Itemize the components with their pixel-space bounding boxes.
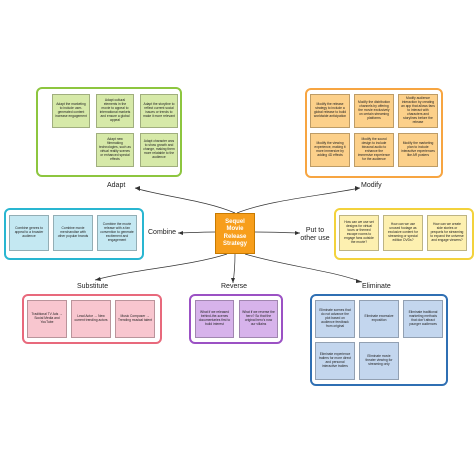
substitute-note-3[interactable]: Music Composer → Trending musical talent — [115, 300, 155, 338]
put-to-other-use-note-3[interactable]: How can we create side stories or preque… — [427, 215, 467, 251]
adapt-note-2[interactable]: Adapt cultural elements in the movie to … — [96, 94, 134, 128]
put-to-other-use-label: Put to other use — [298, 227, 332, 244]
modify-note-1[interactable]: Modify the release strategy to include a… — [310, 94, 350, 128]
reverse-note-2[interactable]: What if we reverse the hero? So that the… — [239, 300, 278, 338]
arrowhead-adapt — [135, 186, 140, 191]
put-to-other-use-note-2[interactable]: How can we use unused footage as exclusi… — [383, 215, 423, 251]
put-to-other-use-note-1[interactable]: How can we use set designs for virtual t… — [339, 215, 379, 251]
arrowhead-modify — [355, 186, 360, 191]
arrowhead-eliminate — [356, 279, 362, 283]
connector-combine — [177, 231, 216, 234]
substitute-label: Substitute — [77, 283, 109, 290]
adapt-note-1[interactable]: Adapt the marketing to include user-gene… — [52, 94, 90, 128]
combine-note-2[interactable]: Combine movie merchandise with other pop… — [53, 215, 93, 251]
eliminate-note-2[interactable]: Eliminate excessive exposition — [359, 300, 399, 338]
modify-note-3[interactable]: Modify audience interaction by creating … — [398, 94, 438, 128]
substitute-note-2[interactable]: Lead Actor → New current trending actors — [71, 300, 111, 338]
adapt-note-3[interactable]: Adapt the storyline to reflect current s… — [140, 94, 178, 128]
arrowhead-reverse — [231, 278, 235, 283]
arrowhead-substitute — [95, 277, 101, 281]
arrowhead-combine — [178, 231, 183, 235]
eliminate-note-5[interactable]: Eliminate movie theater viewing for stre… — [359, 342, 399, 380]
eliminate-note-4[interactable]: Eliminate experience trailers for more d… — [315, 342, 355, 380]
eliminate-note-1[interactable]: Eliminate scenes that do not advance the… — [315, 300, 355, 338]
combine-note-1[interactable]: Combine genres to appeal to a broader au… — [9, 215, 49, 251]
adapt-label: Adapt — [107, 182, 126, 189]
modify-label: Modify — [361, 182, 382, 189]
connector-put-to-other-use — [254, 231, 301, 234]
combine-label: Combine — [148, 229, 177, 236]
substitute-note-1[interactable]: Traditional TV Ads → Social Media and Yo… — [27, 300, 67, 338]
modify-note-5[interactable]: Modify the sound design to include binau… — [354, 133, 394, 167]
combine-note-3[interactable]: Combine the movie release with a fan con… — [97, 215, 137, 251]
modify-note-6[interactable]: Modify the marketing plan to include int… — [398, 133, 438, 167]
eliminate-note-3[interactable]: Eliminate traditional marketing methods … — [403, 300, 443, 338]
adapt-note-4[interactable]: Adapt new filmmaking technologies, such … — [96, 133, 134, 167]
connector-modify — [236, 187, 361, 214]
reverse-label: Reverse — [221, 283, 248, 290]
modify-note-2[interactable]: Modify the distribution channels by offe… — [354, 94, 394, 128]
connector-eliminate — [244, 253, 363, 283]
adapt-note-5[interactable]: Adapt character arcs to show growth and … — [140, 133, 178, 167]
arrowhead-put-to-other-use — [295, 231, 300, 235]
eliminate-label: Eliminate — [362, 283, 391, 290]
connector-adapt — [134, 187, 236, 214]
modify-note-4[interactable]: Modify the viewing experience, making it… — [310, 133, 350, 167]
connector-substitute — [94, 253, 228, 281]
reverse-note-1[interactable]: What if we released behind-the-scenes do… — [195, 300, 234, 338]
central-topic[interactable]: Sequel Movie Release Strategy — [215, 213, 255, 254]
put-to-other-use-label-text: Put to other use — [300, 227, 330, 243]
